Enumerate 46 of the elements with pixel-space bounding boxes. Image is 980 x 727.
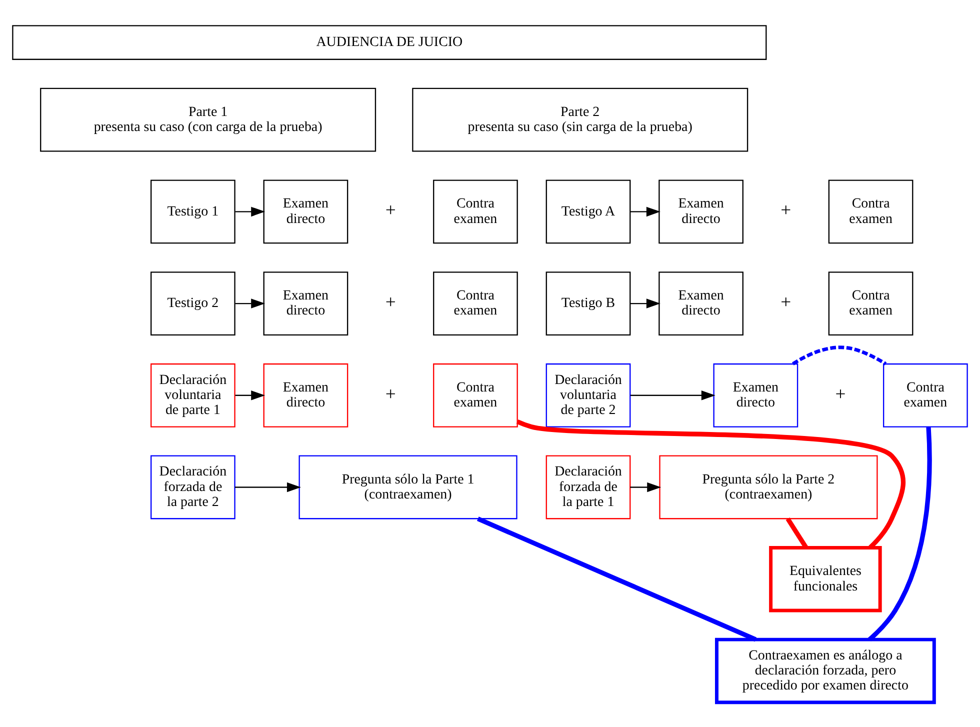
node-box: Contra examen: [828, 271, 914, 336]
arrow: [235, 206, 266, 216]
node-box: Examen directo: [263, 179, 348, 244]
label: +: [385, 383, 396, 404]
label: +: [385, 200, 396, 221]
node-box: Equivalentes funcionales: [769, 545, 882, 612]
node-box: Parte 2 presenta su caso (sin carga de la prueba): [412, 87, 748, 152]
arrow: [630, 482, 662, 492]
arrow: [235, 390, 266, 400]
node-box: Contra examen: [433, 179, 518, 244]
node-box: Pregunta sólo la Parte 1 (contraexamen): [298, 454, 518, 519]
node-box: Contraexamen es análogo a declaración forzada, pero precedido por examen directo: [714, 637, 936, 704]
label: +: [835, 383, 846, 404]
node-box: Testigo B: [546, 271, 631, 336]
node-box: Contra examen: [883, 362, 968, 427]
node-box: Contra examen: [828, 179, 914, 244]
node-box: AUDIENCIA DE JUICIO: [12, 24, 767, 60]
node-box: Examen directo: [658, 271, 744, 336]
node-box: Declaración voluntaria de parte 2: [546, 362, 631, 427]
node-box: Testigo 1: [150, 179, 236, 244]
node-box: Declaración voluntaria de parte 1: [150, 362, 236, 427]
label: +: [385, 291, 396, 312]
node-box: Examen directo: [658, 179, 744, 244]
connector: [792, 345, 887, 365]
node-box: Pregunta sólo la Parte 2 (contraexamen): [659, 454, 878, 519]
arrow: [630, 390, 716, 400]
node-box: Contra examen: [433, 271, 518, 336]
arrow: [234, 482, 301, 492]
node-box: Examen directo: [263, 362, 348, 427]
node-box: Parte 1 presenta su caso (con carga de la prueba): [40, 87, 376, 152]
connector: [516, 418, 906, 549]
node-box: Declaración forzada de la parte 2: [150, 454, 236, 519]
node-box: Testigo A: [546, 179, 631, 244]
label: +: [780, 200, 792, 221]
node-box: Declaración forzada de la parte 1: [546, 454, 631, 519]
node-box: Examen directo: [713, 362, 798, 427]
label: +: [780, 291, 792, 312]
connector: [868, 426, 932, 641]
connector: [786, 516, 808, 548]
arrow: [630, 206, 660, 216]
arrow: [235, 298, 266, 308]
connector: [476, 516, 757, 642]
node-box: Testigo 2: [150, 271, 236, 336]
node-box: Examen directo: [263, 271, 348, 336]
arrow: [630, 298, 660, 308]
node-box: Contra examen: [433, 362, 518, 427]
